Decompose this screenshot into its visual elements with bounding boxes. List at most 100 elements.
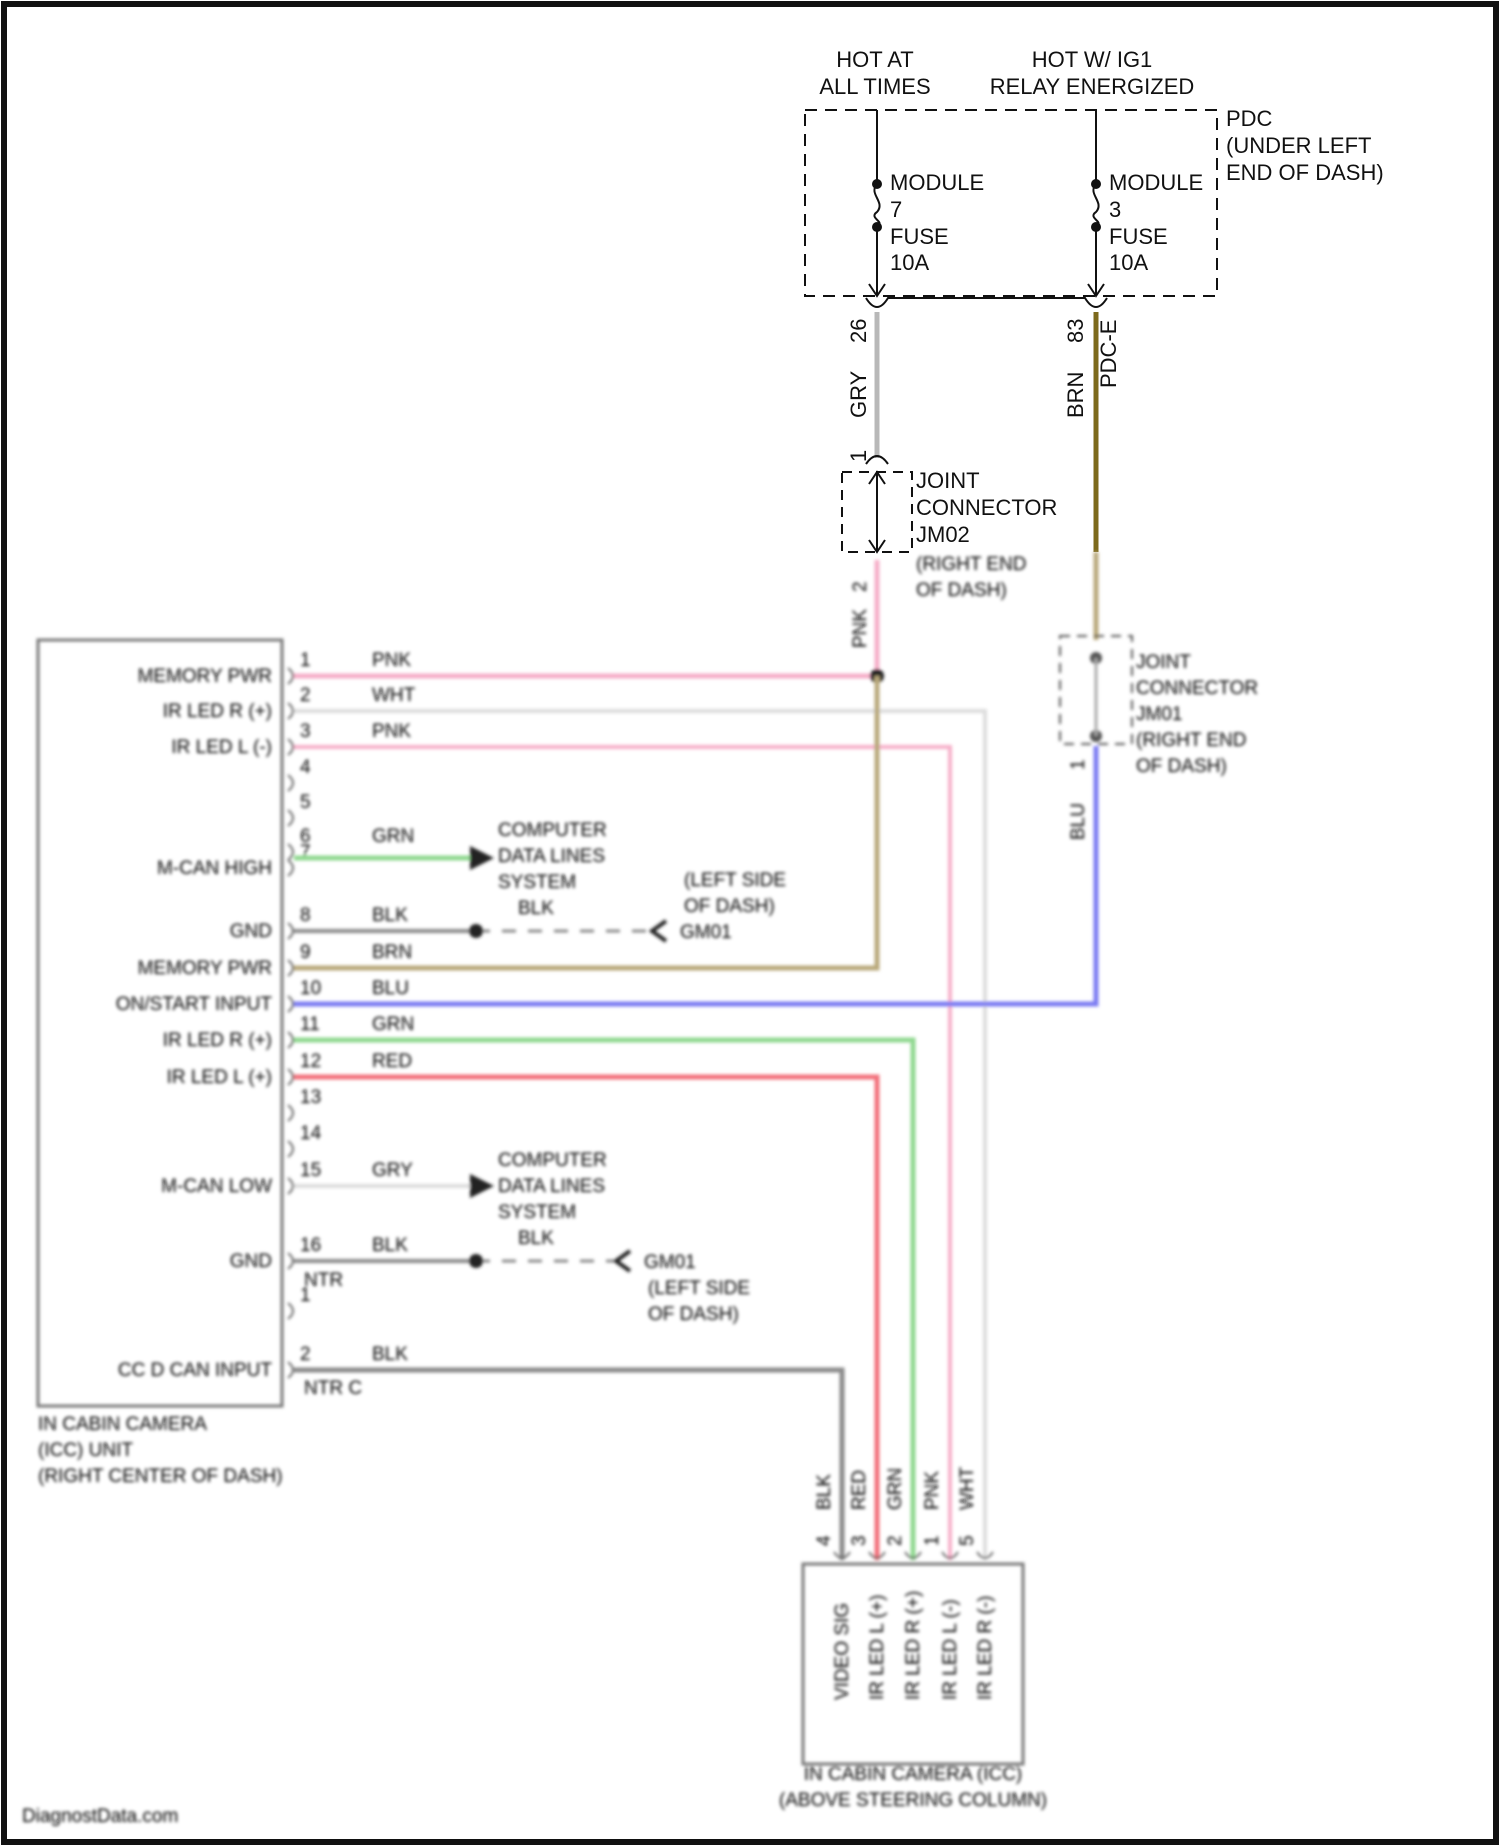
ground-symbol-top <box>652 921 666 941</box>
camera-pin-wire-color: PNK <box>922 1471 943 1510</box>
hot-at-all-times-line1: HOT AT <box>836 47 913 72</box>
jm01-label-line1: JOINT <box>1136 652 1191 673</box>
icc-pin-terminal <box>288 739 293 755</box>
jm02-label-line3: JM02 <box>916 522 970 547</box>
icc-pin-terminal <box>288 1105 293 1121</box>
icc-pin-number: 2 <box>300 685 311 706</box>
icc-pin-wire-color: WHT <box>372 685 416 706</box>
icc-pin-number: 4 <box>300 757 311 778</box>
fuse-module-3: MODULE 3 FUSE 10A <box>1088 110 1203 296</box>
icc-pin-number: 8 <box>300 905 311 926</box>
icc-pin-terminal <box>288 703 293 719</box>
pdc-label-line2: (UNDER LEFT <box>1226 133 1371 158</box>
page-border <box>4 4 1496 1842</box>
camera-pin-number: 2 <box>885 1535 906 1546</box>
watermark: DiagnostData.com <box>22 1806 178 1827</box>
icc-pin-wire-color: GRN <box>372 826 414 847</box>
hot-at-all-times-line2: ALL TIMES <box>819 74 930 99</box>
ground-bottom-loc-line1: (LEFT SIDE <box>648 1278 750 1299</box>
wire-left-cavity: 26 <box>846 319 871 343</box>
jm02-out-color: PNK <box>850 609 871 648</box>
icc-pin-wire-color: RED <box>372 1051 412 1072</box>
fuse-module-7: MODULE 7 FUSE 10A <box>869 110 984 296</box>
harness-wires <box>294 669 1096 1560</box>
icc-pin-wire-color: BRN <box>372 942 412 963</box>
icc-pin-number: 11 <box>300 1014 320 1035</box>
camera-pin-name: IR LED R (+) <box>903 1591 924 1700</box>
wire-left-color: GRY <box>846 370 871 418</box>
icc-pin-number: 1 <box>300 650 311 671</box>
icc-pin-number: 16 <box>300 1235 321 1256</box>
splice-ground-top <box>469 924 483 938</box>
pdc-connector-bracket <box>866 298 1107 307</box>
icc-pin-terminal <box>288 1303 293 1319</box>
data-lines-bottom-line1: COMPUTER <box>498 1150 607 1171</box>
icc-pin-name: IR LED L (-) <box>171 737 272 758</box>
icc-pin-number: 10 <box>300 978 321 999</box>
jm01-label-line4: (RIGHT END <box>1136 730 1246 751</box>
jm01-pin-out: 1 <box>1068 759 1089 770</box>
icc-pin-terminal <box>288 810 293 826</box>
hot-w-ig1-line1: HOT W/ IG1 <box>1032 47 1153 72</box>
camera-pin-number: 5 <box>957 1535 978 1546</box>
ground-top-name: GM01 <box>680 922 732 943</box>
jm02-label-line4: (RIGHT END <box>916 554 1026 575</box>
icc-pin-terminal <box>288 668 293 684</box>
wire-right-cavity: 83 <box>1063 319 1088 343</box>
icc-pin-wire-color: PNK <box>372 721 411 742</box>
pdc-label-line3: END OF DASH) <box>1226 160 1384 185</box>
data-lines-top-line1: COMPUTER <box>498 820 607 841</box>
icc-pin-terminal <box>288 923 293 939</box>
camera-pin-number: 1 <box>922 1535 943 1546</box>
icc-pin-name: IR LED L (+) <box>167 1067 272 1088</box>
icc-pin-wire-color: BLK <box>372 1235 408 1256</box>
icc-pin-wire-color: PNK <box>372 650 411 671</box>
icc-pin-terminal <box>288 1178 293 1194</box>
jm02-label-line5: OF DASH) <box>916 580 1007 601</box>
wire-right-connector: PDC-E <box>1096 320 1121 388</box>
icc-pin-terminal <box>288 996 293 1012</box>
icc-pin-number: 14 <box>300 1123 322 1144</box>
icc-pin-number: 3 <box>300 721 311 742</box>
icc-pin-terminal <box>288 844 293 860</box>
jm01-out-color: BLU <box>1068 803 1089 840</box>
icc-pin-terminal <box>288 1362 293 1378</box>
power-header: HOT AT ALL TIMES HOT W/ IG1 RELAY ENERGI… <box>819 47 1194 99</box>
camera-pin-name: IR LED R (-) <box>975 1596 996 1701</box>
ground-top-loc-line2: OF DASH) <box>684 896 775 917</box>
icc-pin-number: 9 <box>300 942 311 963</box>
icc-pin-name: MEMORY PWR <box>138 666 272 687</box>
data-lines-top-line2: DATA LINES <box>498 846 605 867</box>
fuse-left-line2: 7 <box>890 197 902 222</box>
icc-pin-terminal <box>288 860 293 876</box>
fuse-right-line4: 10A <box>1109 250 1148 275</box>
icc-connector-a: NTR <box>304 1270 343 1291</box>
icc-unit-label-line1: IN CABIN CAMERA <box>38 1414 207 1435</box>
icc-pin-name: GND <box>230 1251 272 1272</box>
data-lines-top-line3: SYSTEM <box>498 872 576 893</box>
data-lines-arrow-bottom <box>470 1174 494 1198</box>
icc-pin-wire-color: BLU <box>372 978 409 999</box>
icc-pin-name: MEMORY PWR <box>138 958 272 979</box>
camera-pin-number: 3 <box>849 1535 870 1546</box>
icc-pin-number: 12 <box>300 1051 321 1072</box>
jm01-label-line5: OF DASH) <box>1136 756 1227 777</box>
camera-pin-name: IR LED L (+) <box>867 1595 888 1700</box>
data-lines-bottom-line3: SYSTEM <box>498 1202 576 1223</box>
ground-bottom-wire-color: BLK <box>518 1228 554 1249</box>
jm02-label-line2: CONNECTOR <box>916 495 1057 520</box>
icc-pin-terminal <box>288 775 293 791</box>
icc-pin-name: GND <box>230 921 272 942</box>
fuse-right-line1: MODULE <box>1109 170 1203 195</box>
fuse-right-line3: FUSE <box>1109 224 1168 249</box>
camera-pin-wire-color: RED <box>849 1470 870 1510</box>
icc-pin-terminal <box>288 1253 293 1269</box>
icc-pin-wire-color: GRN <box>372 1014 414 1035</box>
camera-pin-wire-color: BLK <box>814 1474 835 1510</box>
icc-pin-name: M-CAN LOW <box>161 1176 272 1197</box>
icc-pin-number: 13 <box>300 1087 321 1108</box>
ground-top-loc-line1: (LEFT SIDE <box>684 870 786 891</box>
icc-connector-b: NTR C <box>304 1378 362 1399</box>
camera-label-line1: IN CABIN CAMERA (ICC) <box>804 1764 1023 1785</box>
wire-pin3-pnk <box>294 747 950 1560</box>
